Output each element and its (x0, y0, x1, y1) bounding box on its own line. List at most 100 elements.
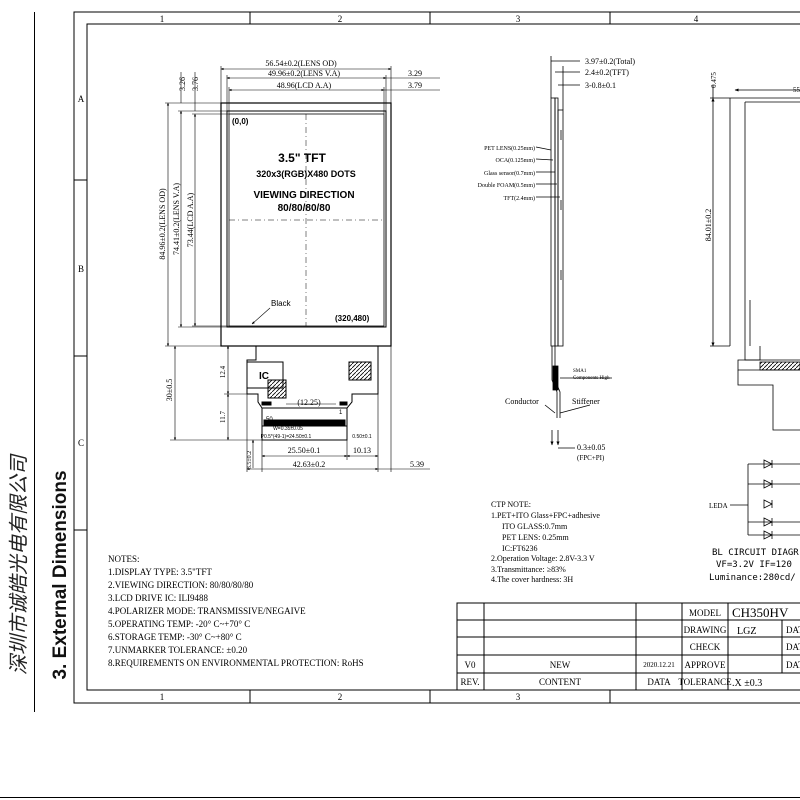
left-rule (34, 12, 35, 712)
dim-12-4: 12.4 (219, 365, 227, 378)
pin1-label: 1 (339, 410, 343, 416)
side-tft-thickness: 2.4±0.2(TFT) (585, 68, 629, 77)
date-label: DAT (786, 625, 800, 635)
dim-top-2: 3.76 (191, 77, 200, 91)
data-header: DATA (647, 677, 671, 687)
bl-circuit: LEDA BL CIRCUIT DIAGR VF=3.2V IF=120 Lum… (709, 459, 800, 583)
components-label: SMA1 (573, 369, 587, 374)
ic-label: IC (259, 371, 269, 382)
layer-label: Glass sensor(0.7mm) (484, 170, 535, 177)
corner-label: (320,480) (335, 314, 370, 323)
layer-label: OCA(0.125mm) (496, 157, 536, 164)
col-label: 3 (516, 692, 521, 702)
model-label: MODEL (689, 608, 721, 618)
lens-outline (220, 102, 392, 347)
notes-line: 7.UNMARKER TOLERANCE: ±0.20 (108, 645, 248, 655)
col-label: 1 (160, 14, 165, 24)
ic-connector (267, 379, 287, 399)
ctp-note-line: 1.PET+ITO Glass+FPC+adhesive (491, 511, 600, 520)
lens-viewing-area (226, 110, 387, 328)
notes-line: 5.OPERATING TEMP: -20° C~+70° C (108, 619, 250, 629)
dim-lens-va-height: 74.41±0.2(LENS V.A) (172, 183, 181, 255)
dim-lead: 0.50±0.1 (352, 434, 372, 440)
dim-lens-va-width: 49.96±0.2(LENS V.A) (268, 69, 340, 78)
dim-pitch: P0.5*(49-1)=24.50±0.1 (261, 434, 312, 440)
col-label: 4 (694, 14, 699, 24)
layer-label: PET LENS(0.25mm) (484, 145, 535, 152)
ctp-note-title: CTP NOTE: (491, 500, 531, 509)
col-label: 1 (160, 692, 165, 702)
col-label: 2 (338, 692, 343, 702)
origin-label: (0,0) (232, 117, 249, 126)
front-view: (0,0) (320,480) 3.5" TFT 320x3(RGB)X480 … (158, 59, 440, 472)
black-label: Black (271, 299, 292, 308)
fpc-tail (246, 346, 379, 441)
dim-12-25: (12.25) (297, 398, 321, 407)
frame-labels: 1 2 3 4 1 2 3 A B C (78, 14, 699, 702)
date-label: DAT (786, 660, 800, 670)
side-sub-thickness: 3-0.8±0.1 (585, 81, 616, 90)
dim-55: 55 (793, 86, 800, 94)
fpc-thickness: 0.3±0.05 (577, 443, 605, 452)
dim-3-5: 3.5±0.2 (247, 451, 253, 469)
front-dimension-lines (165, 66, 440, 472)
approve-label: APPROVE (684, 660, 726, 670)
ctp-note-line: IC:FT6236 (502, 544, 538, 553)
dim-84-01: 84.01±0.2 (704, 209, 713, 241)
notes-line: 8.REQUIREMENTS ON ENVIRONMENTAL PROTECTI… (108, 658, 364, 668)
rev-header: REV. (460, 677, 479, 687)
dim-fpc-height: 30±0.5 (165, 379, 174, 401)
dim-right-2: 3.79 (408, 81, 422, 90)
stiffener-label: Stiffener (572, 397, 600, 406)
row-label: A (78, 94, 85, 104)
tolerance-value: .X ±0.3 (732, 678, 762, 689)
dim-fpc-width-2: 10.13 (353, 446, 371, 455)
row-label: B (78, 264, 84, 274)
viewing-direction-title: VIEWING DIRECTION (253, 190, 354, 201)
components-label: Components High (573, 376, 610, 381)
leda-label: LEDA (709, 502, 728, 510)
display-size-label: 3.5" TFT (278, 151, 326, 165)
col-label: 3 (516, 14, 521, 24)
ctp-note-line: ITO GLASS:0.7mm (502, 522, 568, 531)
check-label: CHECK (690, 642, 721, 652)
ctp-note-line: PET LENS: 0.25mm (502, 533, 570, 542)
dim-0-475: 0.475 (710, 72, 718, 88)
ctp-note-line: 3.Transmittance: ≥83% (491, 565, 566, 574)
dim-lcd-aa-height: 73.44(LCD A.A) (186, 192, 195, 247)
bl-luminance: Luminance:280cd/ (709, 573, 796, 583)
row-label: C (78, 438, 84, 448)
model-value: CH350HV (732, 605, 789, 620)
rev-v0: V0 (465, 660, 476, 670)
dim-right-1: 3.29 (408, 69, 422, 78)
conductor-label: Conductor (505, 397, 539, 406)
resolution-label: 320x3(RGB)X480 DOTS (256, 169, 356, 179)
side-view: 3.97±0.2(Total) 2.4±0.2(TFT) 3-0.8±0.1 P… (478, 56, 635, 462)
dim-top-1: 3.26 (178, 77, 187, 91)
side-total-thickness: 3.97±0.2(Total) (585, 57, 635, 66)
pin50-label: 50 (266, 417, 273, 423)
bl-circuit-title: BL CIRCUIT DIAGR (712, 548, 799, 558)
notes-line: 3.LCD DRIVE IC: ILI9488 (108, 593, 208, 603)
notes-line: 6.STORAGE TEMP: -30° C~+80° C (108, 632, 242, 642)
side-connector (348, 361, 372, 381)
dim-w: W=0.35±0.05 (273, 426, 303, 432)
notes-line: 2.VIEWING DIRECTION: 80/80/80/80 (108, 580, 254, 590)
ctp-note-line: 4.The cover hardness: 3H (491, 575, 573, 584)
drawing-frame (73, 11, 800, 704)
title-block: MODEL CH350HV DRAWING LGZ DAT CHECK DAT … (456, 602, 800, 691)
rev-date: 2020.12.21 (643, 661, 675, 669)
viewing-direction-value: 80/80/80/80 (278, 203, 331, 214)
drawing-label: DRAWING (684, 625, 727, 635)
rev-new: NEW (550, 660, 571, 670)
dim-fpc-width-3: 42.63±0.2 (293, 460, 325, 469)
dim-lcd-aa-width: 48.96(LCD A.A) (277, 81, 332, 90)
right-view: 0.475 55 84.01±0.2 (704, 72, 800, 431)
gold-fingers (263, 419, 346, 427)
notes-line: 1.DISPLAY TYPE: 3.5"TFT (108, 567, 212, 577)
notes-line: 4.POLARIZER MODE: TRANSMISSIVE/NEGAIVE (108, 606, 306, 616)
general-notes: NOTES: 1.DISPLAY TYPE: 3.5"TFT 2.VIEWING… (108, 554, 364, 668)
drawing-value: LGZ (737, 626, 756, 637)
